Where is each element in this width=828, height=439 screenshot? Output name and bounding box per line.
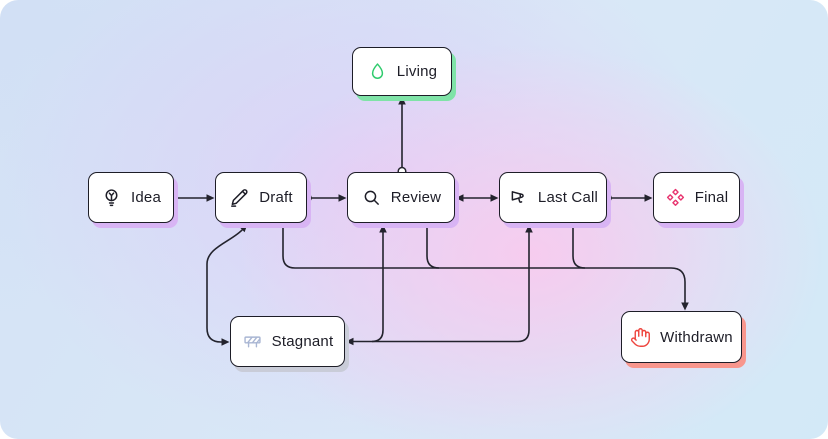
edge-review-stagnant-twoway [371, 224, 387, 343]
edge-lastcall-stagnant-twoway [345, 224, 533, 346]
egg-icon [367, 61, 388, 82]
edge-review-to-living [397, 96, 407, 176]
node-final: Final [653, 172, 740, 223]
edge-merge-to-withdrawn [278, 218, 689, 311]
node-draft: Draft [215, 172, 307, 223]
edge-idea-to-draft [168, 193, 215, 203]
hand-icon [630, 327, 651, 348]
edge-draft-stagnant-twoway [206, 224, 248, 346]
node-label: Stagnant [271, 333, 334, 350]
lightbulb-icon [101, 187, 122, 208]
node-label: Draft [259, 189, 293, 206]
node-living: Living [352, 47, 452, 96]
megaphone-icon [508, 187, 529, 208]
node-label: Withdrawn [660, 328, 733, 346]
node-last-call: Last Call [499, 172, 607, 223]
node-stagnant: Stagnant [230, 316, 345, 367]
node-label: Final [694, 189, 729, 206]
node-label: Idea [131, 189, 161, 206]
edge-review-lastcall-twoway [455, 194, 499, 202]
node-label: Last Call [537, 189, 599, 206]
pencil-icon [229, 187, 250, 208]
edge-lastcall-to-final [602, 193, 653, 203]
node-review: Review [347, 172, 455, 223]
barrier-icon [242, 331, 263, 352]
diamonds-icon [665, 187, 686, 208]
node-label: Living [396, 63, 438, 80]
node-idea: Idea [88, 172, 174, 223]
node-label: Review [390, 189, 442, 206]
node-withdrawn: Withdrawn [621, 311, 742, 363]
edge-draft-to-review [302, 193, 347, 203]
magnifier-icon [361, 187, 382, 208]
